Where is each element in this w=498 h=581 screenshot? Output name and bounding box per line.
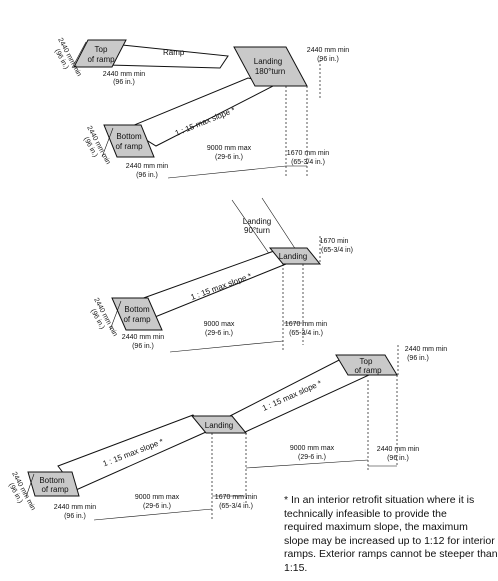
d1-dim-landing-2: (65-3/4 in.) [291,159,325,166]
d3-dim-bottom-right-2: (96 in.) [64,513,86,520]
d3-dim-top-1: 2440 mm min [405,346,448,353]
d3-dim-landing-1: 1670 mm min [215,494,258,501]
d2-landing-label: Landing [279,252,307,261]
d3-top-label-2: of ramp [354,366,382,375]
d2-bottom-label-1: Bottom [124,305,150,314]
d1-bottom-label-1: Bottom [116,132,142,141]
d3-dim-top-2: (96 in.) [407,355,429,362]
d1-dim-landing-1: 1670 mm min [287,150,330,157]
d1-landing-label-1: Landing [254,57,282,66]
d3-dim-bottom-right-1: 2440 mm min [54,504,97,511]
d1-dim-top-width-2: (96 in.) [113,79,135,86]
d1-dim-line-top [71,41,87,69]
d1-dim-line-bottom [101,127,114,158]
d2-turn-line-2 [261,197,297,251]
d2-landing [268,247,322,265]
d2-dim-run-1: 9000 max [204,321,235,328]
d1-dim-bottom-right-1: 2440 mm min [126,163,169,170]
d1-lower-ramp [125,77,279,147]
d2-turn-label-1: Landing [243,217,271,226]
diagram-2: Landing 90°turn Landing Bottom of ramp 1… [89,197,353,353]
d3-dim-run-upper-2: (29-6 in.) [298,454,326,461]
ramp-diagrams-svg: Top of ramp Ramp Landing 180°turn Bottom… [7,37,448,521]
d2-dim-line-run [169,340,284,353]
d1-bottom-label-2: of ramp [115,142,143,151]
diagram-1: Top of ramp Ramp Landing 180°turn Bottom… [53,37,349,179]
d2-turn-line-1 [231,199,271,256]
d2-dim-line-bottom [109,300,122,331]
d1-dim-bottom-right-2: (96 in.) [136,172,158,179]
d1-dim-line-run [167,165,287,179]
d3-dim-top-end-2: (96 in.) [387,455,409,462]
d2-turn-label-2: 90°turn [244,226,270,235]
d1-top-label-2: of ramp [87,55,115,64]
d3-dim-line-run-lower [93,508,213,521]
d3-dim-line-bottom [25,473,35,498]
d1-top-label-1: Top [95,45,108,54]
footnote-line-5: ramps. Exterior ramps cannot be steeper … [284,548,498,560]
d2-dim-side-2: (65-3/4 in) [321,247,353,254]
d2-dim-bottom-right-2: (96 in.) [132,343,154,350]
d2-bottom-of-ramp [111,297,163,331]
d2-dim-landing-2: (65-3/4 in.) [289,330,323,337]
d1-landing-label-2: 180°turn [255,67,285,76]
d3-bottom-of-ramp [27,471,80,497]
d3-top-label-1: Top [360,357,373,366]
footnote: * In an interior retrofit situation wher… [284,494,498,575]
d1-bottom-of-ramp [103,124,155,158]
d1-dim-run-1: 9000 mm max [207,145,252,152]
d3-dim-run-lower-1: 9000 mm max [135,494,180,501]
d1-dim-top-width-1: 2440 mm min [103,71,146,78]
d2-dim-run-2: (29-6 in.) [205,330,233,337]
ramp-diagrams-canvas: Top of ramp Ramp Landing 180°turn Bottom… [7,36,498,575]
d1-dim-run-2: (29-6 in.) [215,154,243,161]
footnote-line-4: slope may be increased up to 1:12 for in… [284,534,495,547]
d3-dim-run-upper-1: 9000 mm max [290,445,335,452]
d3-dim-landing-2: (65-3/4 in.) [219,503,253,510]
d2-dim-side-1: 1670 min [320,238,349,245]
d3-dim-top-end-1: 2440 mm min [377,446,420,453]
d1-dim-top-right-1: 2440 mm min [307,47,350,54]
d2-bottom-label-2: of ramp [123,315,151,324]
d3-dim-run-lower-2: (29-6 in.) [143,503,171,510]
d3-landing-label: Landing [205,421,233,430]
footnote-line-6: 1:15. [284,561,308,574]
footnote-line-3: required maximum slope, the maximum [284,521,468,533]
d2-dim-bottom-right-1: 2440 mm min [122,334,165,341]
footnote-line-1: * In an interior retrofit situation wher… [284,494,475,506]
d3-dim-line-run-upper [245,459,369,469]
footnote-line-2: technically infeasible to provide the [284,507,447,520]
d2-dim-landing-1: 1670 mm min [285,321,328,328]
d1-top-of-ramp [73,39,127,68]
d3-bottom-label-1: Bottom [39,476,65,485]
d1-dim-top-right-2: (96 in.) [317,56,339,63]
d1-ramp-label: Ramp [163,48,185,57]
d3-bottom-label-2: of ramp [41,485,69,494]
